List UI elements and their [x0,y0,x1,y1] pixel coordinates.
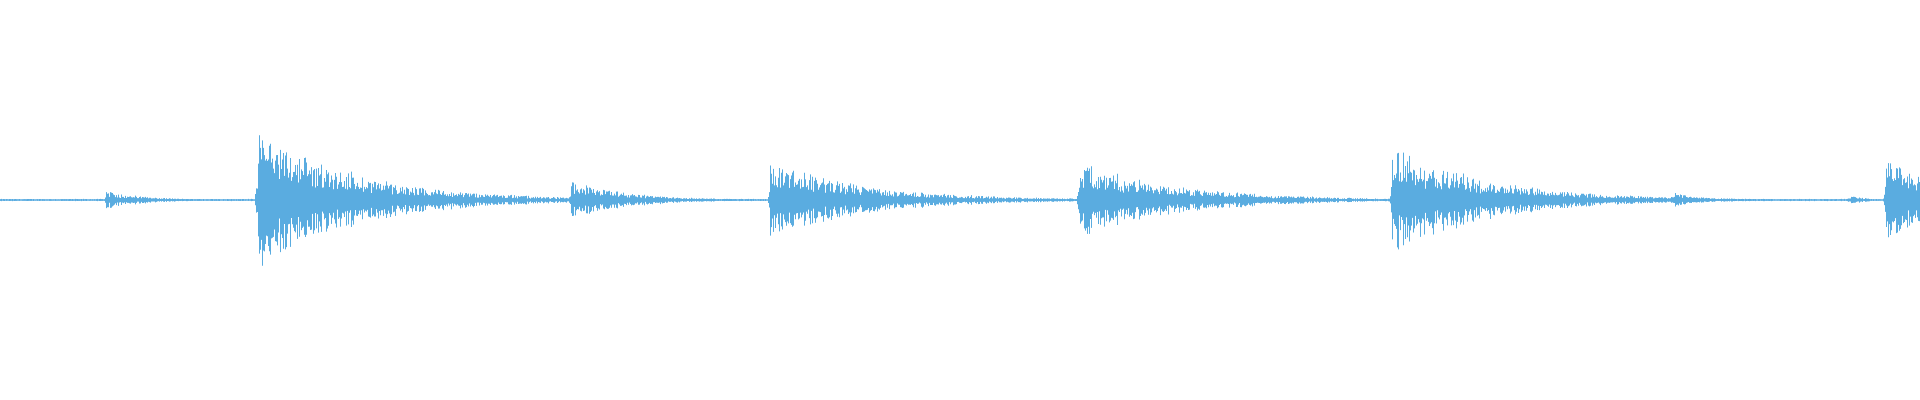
waveform-samples [0,135,1920,266]
waveform-peaks [0,135,1920,266]
